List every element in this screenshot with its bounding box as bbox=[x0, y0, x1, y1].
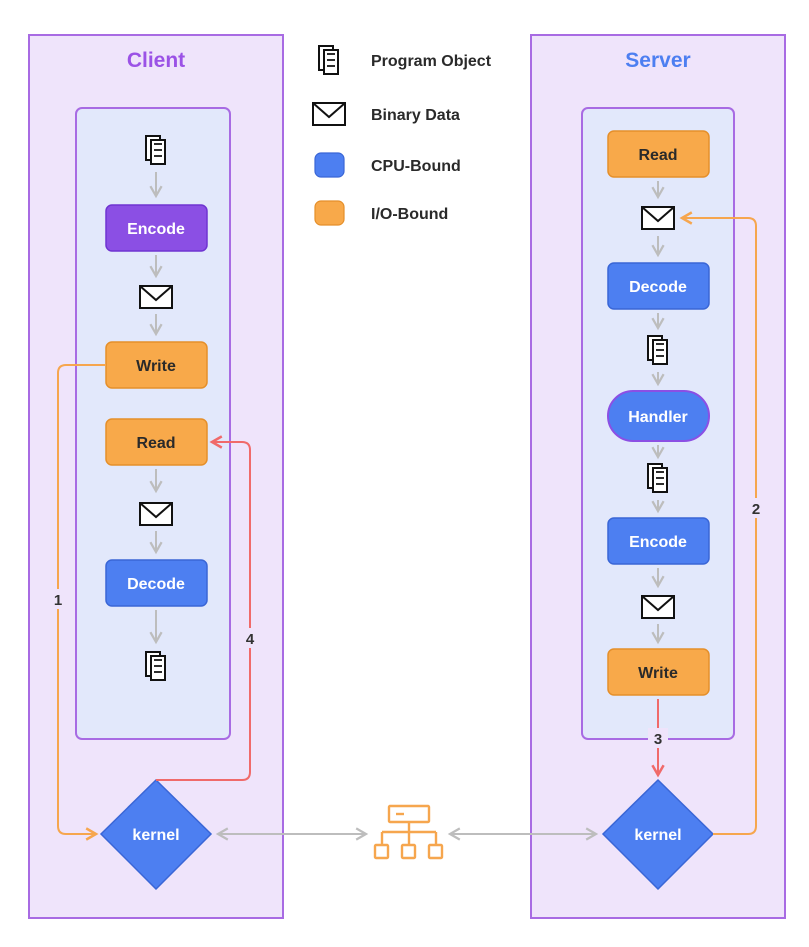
edge-4-line bbox=[156, 435, 251, 781]
program-object-icon bbox=[145, 651, 166, 681]
server-decode-box[interactable] bbox=[607, 262, 710, 310]
binary-data-icon bbox=[312, 102, 346, 126]
program-object-icon bbox=[145, 135, 166, 165]
server-encode-label: Encode bbox=[629, 534, 687, 551]
legend-label-program-object: Program Object bbox=[371, 53, 492, 70]
client-encode-label: Encode bbox=[127, 221, 185, 238]
server-encode-box[interactable] bbox=[607, 517, 710, 565]
edge-4-label: 4 bbox=[246, 631, 255, 648]
cpu-bound-swatch bbox=[314, 152, 345, 178]
legend: Program Object Binary Data CPU-Bound I/O… bbox=[312, 45, 492, 226]
network-icon bbox=[373, 804, 444, 860]
binary-data-icon bbox=[139, 502, 173, 526]
edge-2-label: 2 bbox=[752, 501, 760, 518]
edge-1-label: 1 bbox=[54, 592, 62, 609]
client-write-label: Write bbox=[136, 358, 176, 375]
binary-data-icon bbox=[641, 206, 675, 230]
client-decode-box[interactable] bbox=[105, 559, 208, 607]
edge-label-bg bbox=[241, 628, 259, 648]
io-bound-swatch bbox=[314, 200, 345, 226]
server-panel: Server Read Decode Handler Encode Write … bbox=[530, 34, 786, 919]
client-kernel-diamond[interactable] bbox=[99, 778, 213, 891]
server-read-box[interactable] bbox=[607, 130, 710, 178]
client-decode-label: Decode bbox=[127, 576, 185, 593]
server-title: Server bbox=[625, 49, 690, 72]
server-decode-label: Decode bbox=[629, 279, 687, 296]
client-panel: Client Encode Write Read Decode kernel bbox=[28, 34, 284, 919]
legend-label-io-bound: I/O-Bound bbox=[371, 206, 448, 223]
edge-2-line bbox=[679, 211, 757, 835]
server-write-label: Write bbox=[638, 665, 678, 682]
client-encode-box[interactable] bbox=[105, 204, 208, 252]
server-handler-box[interactable] bbox=[607, 390, 710, 442]
binary-data-icon bbox=[139, 285, 173, 309]
client-kernel-label: kernel bbox=[132, 827, 179, 844]
edge-3-label: 3 bbox=[654, 731, 662, 748]
edge-label-bg bbox=[648, 728, 668, 748]
edge-label-bg bbox=[747, 498, 765, 518]
program-object-icon bbox=[647, 335, 668, 365]
client-read-box[interactable] bbox=[105, 418, 208, 466]
program-object-icon bbox=[647, 463, 668, 493]
program-object-icon bbox=[318, 45, 339, 75]
server-read-label: Read bbox=[638, 147, 677, 164]
server-write-box[interactable] bbox=[607, 648, 710, 696]
edge-label-bg bbox=[49, 589, 67, 609]
client-title: Client bbox=[127, 49, 185, 72]
client-read-label: Read bbox=[136, 435, 175, 452]
server-kernel-label: kernel bbox=[634, 827, 681, 844]
binary-data-icon bbox=[641, 595, 675, 619]
server-handler-label: Handler bbox=[628, 409, 688, 426]
legend-label-cpu-bound: CPU-Bound bbox=[371, 158, 461, 175]
legend-label-binary-data: Binary Data bbox=[371, 107, 460, 124]
server-kernel-diamond[interactable] bbox=[601, 778, 715, 891]
